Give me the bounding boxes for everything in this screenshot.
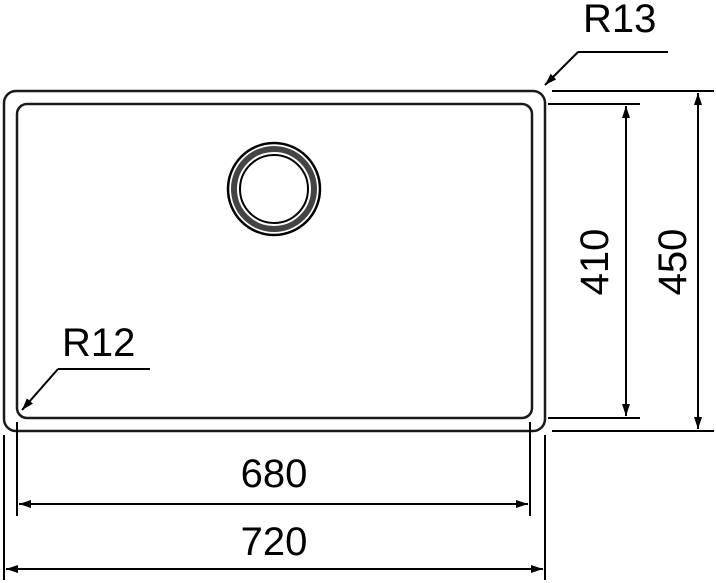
inner-radius-leader [21, 368, 150, 411]
width-extension-lines [3, 422, 546, 580]
inner-width-label: 680 [241, 452, 308, 496]
inner-height-label: 410 [573, 229, 617, 296]
sink-inner-outline [15, 102, 534, 420]
inner-radius-label: R12 [62, 321, 135, 365]
outer-width-label: 720 [241, 520, 308, 564]
height-extension-lines [548, 90, 714, 432]
outer-height-label: 450 [651, 229, 695, 296]
drain-icon [226, 141, 322, 237]
sink-outer-outline [2, 89, 547, 433]
outer-radius-leader [544, 51, 668, 86]
outer-radius-label: R13 [583, 0, 656, 41]
